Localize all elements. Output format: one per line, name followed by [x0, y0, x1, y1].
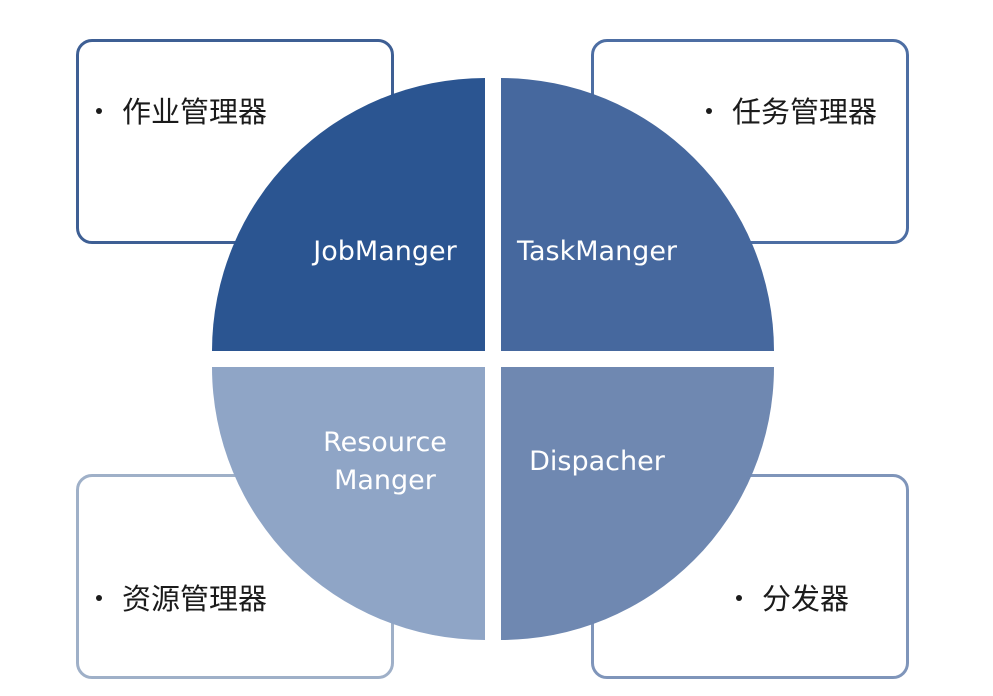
- quadrant-label-resource-line2: Manger: [334, 465, 436, 496]
- bullet-icon: [736, 595, 742, 601]
- card-text-job-manager: 作业管理器: [96, 98, 267, 127]
- card-label-task-manager: 任务管理器: [732, 95, 878, 129]
- card-label-resource-manager: 资源管理器: [122, 582, 268, 616]
- bullet-icon: [706, 108, 712, 114]
- card-text-task-manager: 任务管理器: [706, 98, 877, 127]
- card-label-job-manager: 作业管理器: [122, 95, 268, 129]
- quadrant-bottom-right: [501, 367, 774, 640]
- quadrant-top-left: [212, 78, 485, 351]
- card-label-dispatcher: 分发器: [762, 582, 850, 616]
- quadrant-bottom-left: [212, 367, 485, 640]
- quadrant-label-resource-manager: Resource Manger: [300, 424, 470, 500]
- bullet-icon: [96, 595, 102, 601]
- bullet-icon: [96, 108, 102, 114]
- card-text-dispatcher: 分发器: [736, 585, 849, 614]
- quadrant-label-job-manager: JobManger: [313, 236, 457, 267]
- quadrant-label-task-manager: TaskManger: [516, 236, 678, 267]
- quadrant-label-resource-line1: Resource: [323, 427, 447, 458]
- quadrant-top-right: [501, 78, 774, 351]
- card-text-resource-manager: 资源管理器: [96, 585, 267, 614]
- quadrant-label-dispatcher: Dispacher: [529, 446, 665, 477]
